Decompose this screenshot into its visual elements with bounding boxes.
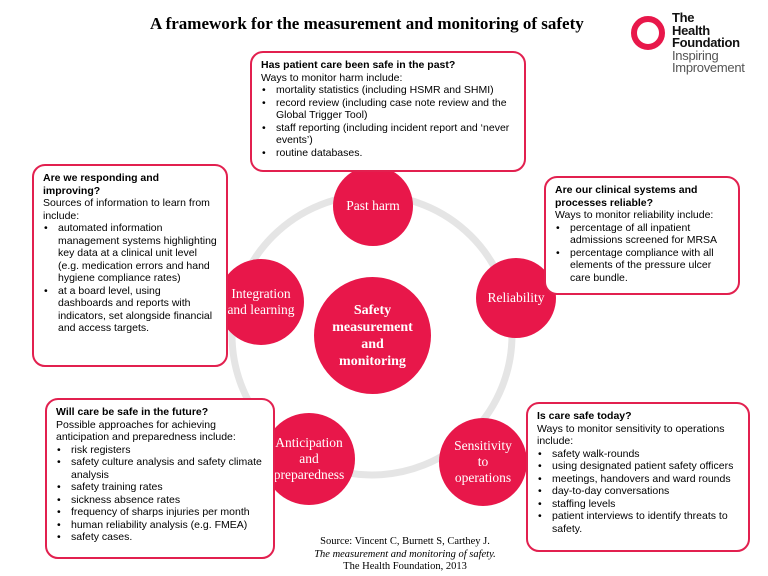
- list-item: risk registers: [57, 444, 264, 457]
- list-item: staffing levels: [538, 498, 739, 511]
- center-label-line: measurement: [332, 319, 413, 335]
- logo-line: Inspiring: [672, 47, 719, 63]
- list-item: safety culture analysis and safety clima…: [57, 456, 264, 481]
- source-citation: Source: Vincent C, Burnett S, Carthey J.…: [300, 536, 510, 574]
- sensitivity-circle: Sensitivity to operations: [439, 418, 527, 506]
- center-label-line: and: [361, 336, 384, 352]
- box-intro: Ways to monitor sensitivity to operation…: [537, 422, 725, 448]
- box-list: risk registers safety culture analysis a…: [56, 444, 264, 544]
- list-item: record review (including case note revie…: [262, 97, 515, 122]
- logo-line: The: [672, 10, 695, 25]
- box-list: percentage of all inpatient admissions s…: [555, 222, 729, 285]
- logo-line: Improvement: [672, 60, 745, 75]
- sensitivity-label-line: operations: [454, 470, 512, 485]
- integration-label-line: and learning: [227, 302, 295, 317]
- reliability-label: Reliability: [487, 290, 545, 305]
- center-label-line: Safety: [353, 302, 392, 318]
- box-list: automated information management systems…: [43, 222, 217, 335]
- list-item: safety training rates: [57, 481, 264, 494]
- box-heading: Has patient care been safe in the past?: [261, 59, 456, 71]
- page-title: A framework for the measurement and moni…: [150, 14, 584, 33]
- source-line: Source: Vincent C, Burnett S, Carthey J.: [320, 536, 490, 547]
- center-label-line: monitoring: [339, 353, 406, 369]
- list-item: patient interviews to identify threats t…: [538, 510, 739, 535]
- past-harm-circle: Past harm: [333, 166, 413, 246]
- past-harm-label: Past harm: [346, 198, 400, 213]
- list-item: mortality statistics (including HSMR and…: [262, 84, 515, 97]
- logo-line: Health: [672, 22, 710, 38]
- source-title: The measurement and monitoring of safety…: [314, 548, 496, 560]
- past-safety-box: Has patient care been safe in the past? …: [250, 51, 526, 172]
- today-box: Is care safe today? Ways to monitor sens…: [526, 402, 750, 552]
- integration-label-line: Integration: [231, 286, 291, 301]
- anticipation-label-line: preparedness: [273, 467, 345, 482]
- box-heading: Will care be safe in the future?: [56, 406, 209, 418]
- box-intro: Ways to monitor harm include:: [261, 71, 403, 84]
- list-item: safety cases.: [57, 531, 264, 544]
- list-item: meetings, handovers and ward rounds: [538, 473, 739, 486]
- list-item: sickness absence rates: [57, 494, 264, 507]
- sensitivity-label-line: Sensitivity: [454, 438, 512, 453]
- list-item: percentage of all inpatient admissions s…: [556, 222, 729, 247]
- anticipation-label-line: Anticipation: [275, 435, 343, 450]
- anticipation-label-line: and: [299, 451, 319, 466]
- responding-box: Are we responding and improving? Sources…: [32, 164, 228, 367]
- future-box: Will care be safe in the future? Possibl…: [45, 398, 275, 559]
- integration-circle: Integration and learning: [218, 259, 304, 345]
- list-item: at a board level, using dashboards and r…: [44, 285, 217, 335]
- sensitivity-label-line: to: [477, 454, 489, 469]
- health-foundation-logo: The Health Foundation Inspiring Improvem…: [672, 10, 745, 75]
- box-intro: Possible approaches for achieving antici…: [56, 418, 236, 444]
- list-item: day-to-day conversations: [538, 485, 739, 498]
- logo-ring-icon: [631, 16, 665, 50]
- reliability-circle: Reliability: [476, 258, 556, 338]
- box-intro: Ways to monitor reliability include:: [555, 209, 714, 221]
- list-item: safety walk-rounds: [538, 448, 739, 461]
- source-line: The Health Foundation, 2013: [343, 561, 467, 572]
- box-heading: Is care safe today?: [537, 410, 632, 422]
- anticipation-circle: Anticipation and preparedness: [263, 413, 355, 505]
- list-item: routine databases.: [262, 147, 515, 160]
- box-list: mortality statistics (including HSMR and…: [261, 84, 515, 159]
- box-heading: Are we responding and improving?: [43, 172, 160, 197]
- list-item: percentage compliance with all elements …: [556, 247, 729, 285]
- box-heading: Are our clinical systems and processes r…: [555, 184, 698, 209]
- logo-line: Foundation: [672, 35, 740, 50]
- list-item: frequency of sharps injuries per month: [57, 506, 264, 519]
- list-item: staff reporting (including incident repo…: [262, 122, 515, 147]
- list-item: automated information management systems…: [44, 222, 217, 285]
- box-list: safety walk-rounds using designated pati…: [537, 448, 739, 536]
- reliable-box: Are our clinical systems and processes r…: [544, 176, 740, 295]
- box-intro: Sources of information to learn from inc…: [43, 197, 210, 222]
- list-item: human reliability analysis (e.g. FMEA): [57, 519, 264, 532]
- list-item: using designated patient safety officers: [538, 460, 739, 473]
- center-circle: Safety measurement and monitoring: [314, 277, 431, 394]
